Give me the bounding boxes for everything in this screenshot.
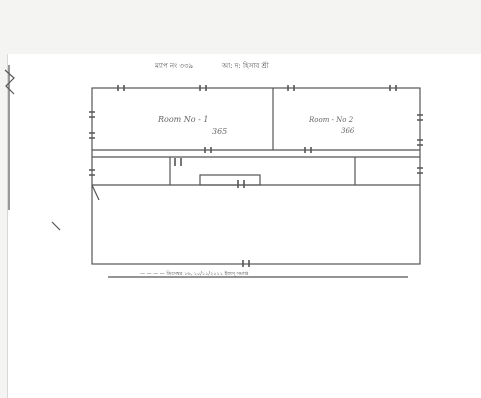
diagonal-stroke [91,184,100,201]
stair-box [199,174,261,186]
note-pointer [51,221,61,231]
room-1-label: Room No - 1 [157,115,208,124]
room-2-label: Room - No 2 [308,116,354,124]
header-text-left: ম্যাপ নং ৩৩৯ [154,62,193,70]
room-2-number: 366 [341,127,355,135]
header-text-right: আ: দ: হিসাব শ্রী [221,61,269,70]
paper-sheet [7,54,481,398]
opening-marks [89,85,423,267]
building-outline [91,87,421,265]
footer-note: — — — — ডিসেম্বর ১৬, ১০/১১/২০১১ ইজস্ সমা… [140,271,249,277]
margin-scribble [4,69,15,95]
room-1-number: 365 [212,127,227,136]
